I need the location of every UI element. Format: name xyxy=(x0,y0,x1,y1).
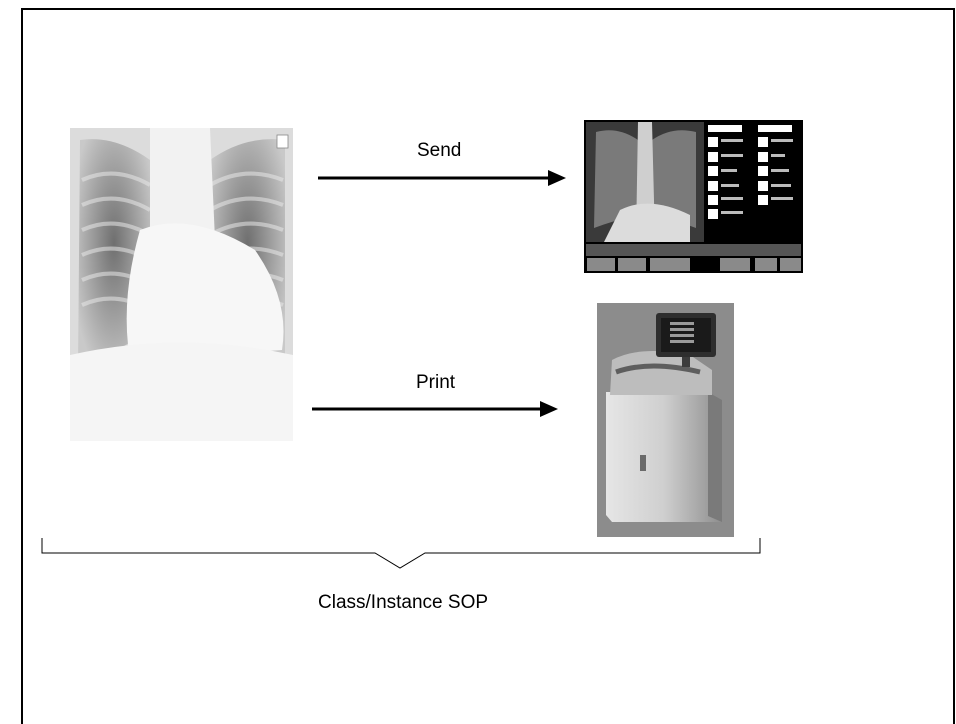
workstation-screen-image xyxy=(584,120,803,273)
print-label: Print xyxy=(416,372,455,394)
send-arrow xyxy=(318,170,566,186)
send-label: Send xyxy=(417,140,461,162)
print-arrow xyxy=(312,401,558,417)
chest-xray-image xyxy=(70,128,293,441)
class-instance-sop-label: Class/Instance SOP xyxy=(318,592,488,614)
brace xyxy=(42,538,760,568)
film-printer-image xyxy=(597,303,734,537)
